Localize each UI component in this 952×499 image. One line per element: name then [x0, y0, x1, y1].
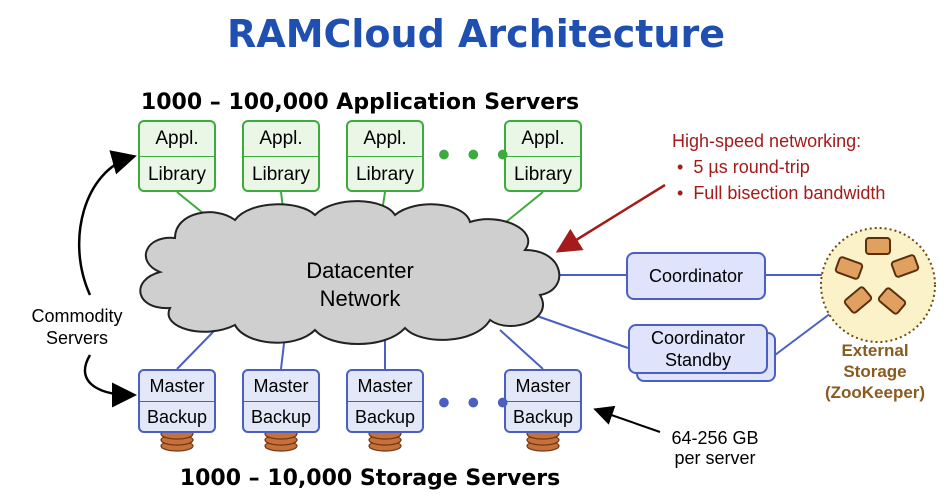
- app-server-1: Appl. Library: [138, 120, 216, 192]
- app-label: Appl.: [140, 122, 214, 157]
- external-line-1: External: [841, 341, 909, 360]
- networking-arrow: [555, 183, 666, 253]
- datacenter-cloud: [139, 200, 561, 345]
- library-label: Library: [355, 164, 415, 185]
- networking-bullet-2: • Full bisection bandwidth: [672, 183, 886, 203]
- app-label: Appl.: [506, 122, 580, 157]
- app-label: Appl.: [348, 122, 422, 157]
- storage-server-3: Master Backup: [346, 369, 424, 433]
- disk-icon: [264, 428, 298, 452]
- library-label: Library: [513, 164, 573, 185]
- backup-label: Backup: [146, 406, 208, 427]
- commodity-arrow-lower: [83, 354, 137, 408]
- page-title: RAMCloud Architecture: [227, 12, 725, 56]
- standby-line-1: Coordinator: [650, 328, 746, 348]
- network-label: Datacenter Network: [270, 257, 450, 313]
- bullet-text: 5 µs round-trip: [693, 157, 810, 177]
- library-label: Library: [251, 164, 311, 185]
- capacity-line-2: per server: [674, 448, 756, 468]
- network-line-2: Network: [319, 286, 401, 311]
- app-server-2: Appl. Library: [242, 120, 320, 192]
- backup-label: Backup: [250, 406, 312, 427]
- storage-server-1: Master Backup: [138, 369, 216, 433]
- storage-servers-heading: 1000 – 10,000 Storage Servers: [179, 466, 561, 491]
- app-label: Appl.: [244, 122, 318, 157]
- master-label: Master: [348, 371, 422, 402]
- networking-bullet-1: • 5 µs round-trip: [672, 157, 810, 177]
- app-servers-heading: 1000 – 100,000 Application Servers: [140, 90, 580, 115]
- network-line-1: Datacenter: [306, 258, 414, 283]
- capacity-line-1: 64-256 GB: [671, 428, 759, 448]
- networking-note: High-speed networking: • 5 µs round-trip…: [672, 128, 942, 206]
- master-label: Master: [506, 371, 580, 402]
- coordinator-box: Coordinator: [626, 252, 766, 300]
- commodity-arrow: [77, 150, 137, 296]
- backup-label: Backup: [354, 406, 416, 427]
- capacity-label: 64-256 GB per server: [655, 428, 775, 468]
- commodity-line-1: Commodity: [31, 306, 123, 326]
- backup-label: Backup: [512, 406, 574, 427]
- standby-box: Coordinator Standby: [628, 324, 768, 374]
- commodity-label: Commodity Servers: [12, 305, 142, 349]
- disk-icon: [834, 256, 864, 280]
- storage-server-4: Master Backup: [504, 369, 582, 433]
- disk-stacks: [160, 428, 560, 452]
- external-storage-label: External Storage (ZooKeeper): [805, 340, 945, 403]
- app-server-4: Appl. Library: [504, 120, 582, 192]
- disk-icon: [368, 428, 402, 452]
- standby-line-2: Standby: [664, 350, 732, 370]
- app-server-3: Appl. Library: [346, 120, 424, 192]
- networking-title: High-speed networking:: [672, 131, 862, 151]
- app-ellipsis: • • •: [438, 136, 513, 174]
- disk-icon: [890, 254, 920, 278]
- master-label: Master: [140, 371, 214, 402]
- master-label: Master: [244, 371, 318, 402]
- disk-icon: [877, 287, 907, 315]
- commodity-line-2: Servers: [45, 328, 108, 348]
- bullet-text: Full bisection bandwidth: [693, 183, 886, 203]
- disk-icon: [865, 237, 891, 255]
- storage-ellipsis: • • •: [438, 384, 513, 422]
- zookeeper-disks: [834, 237, 920, 315]
- capacity-arrow: [593, 405, 661, 433]
- library-label: Library: [147, 164, 207, 185]
- external-line-3: (ZooKeeper): [824, 383, 926, 402]
- disk-icon: [843, 286, 873, 314]
- storage-server-2: Master Backup: [242, 369, 320, 433]
- external-line-2: Storage: [843, 362, 907, 381]
